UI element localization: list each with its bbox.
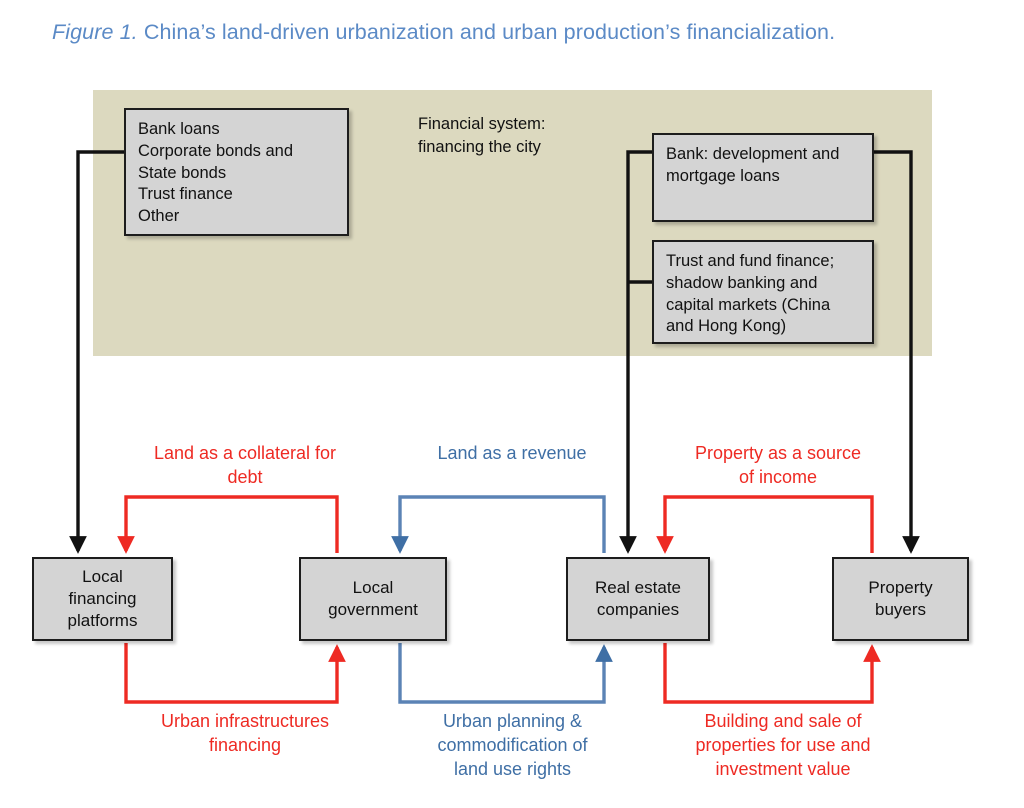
box-line: shadow banking and — [666, 273, 818, 292]
figure-caption-text: China’s land-driven urbanization and urb… — [143, 20, 836, 44]
figure-number: Figure 1. — [52, 20, 138, 44]
flow-label-urban-infrastructures-financing: Urban infrastructures financing — [100, 710, 390, 758]
box-line: Bank: development and — [666, 145, 840, 163]
arrow-land-collateral-for-debt — [117, 495, 339, 554]
flow-label-line: Urban planning & — [442, 711, 583, 731]
box-line: Property — [868, 578, 933, 598]
flow-label-line: financing — [208, 734, 282, 755]
arrow-property-as-source-of-income — [656, 495, 874, 554]
flow-label-building-and-sale: Building and sale of properties for use … — [638, 710, 928, 782]
flow-label-line: debt — [227, 466, 263, 487]
flow-label-line: Urban infrastructures — [160, 711, 330, 731]
box-line: Trust finance — [138, 185, 233, 204]
arrow-bank-to-property-buyers — [874, 150, 920, 554]
flow-label-urban-planning-commodification: Urban planning & commodification of land… — [370, 710, 655, 782]
box-real-estate-companies[interactable]: Real estate companies — [566, 557, 710, 641]
flow-label-line: Building and sale of — [704, 711, 862, 731]
box-line: Local — [352, 578, 394, 598]
box-line: financing — [68, 589, 137, 609]
arrow-land-as-a-revenue — [391, 495, 606, 554]
flow-label-line: properties for use and — [695, 734, 871, 755]
box-local-government[interactable]: Local government — [299, 557, 447, 641]
box-line: capital markets (China — [666, 295, 831, 314]
flow-label-land-revenue: Land as a revenue — [372, 442, 652, 466]
financial-system-label: Financial system: financing the city — [418, 113, 545, 160]
box-line: Trust and fund finance; — [666, 252, 835, 270]
box-line: Corporate bonds and — [138, 141, 294, 160]
box-line: mortgage loans — [666, 166, 780, 185]
box-line: State bonds — [138, 163, 227, 182]
flow-label-line: Land as a revenue — [437, 443, 587, 463]
arrow-building-and-sale-of-properties — [663, 643, 881, 704]
box-line: platforms — [67, 610, 138, 630]
box-line: government — [328, 600, 418, 619]
box-line: buyers — [874, 600, 927, 619]
box-local-financing-platforms[interactable]: Local financing platforms — [32, 557, 173, 641]
flow-label-line: Land as a collateral for — [153, 443, 337, 463]
flow-label-line: Property as a source — [694, 443, 862, 463]
financial-system-label-line-1: Financial system: — [418, 115, 546, 133]
arrow-urban-infrastructures-financing — [124, 643, 346, 704]
flow-label-line: commodification of — [437, 734, 588, 755]
flow-label-property-income: Property as a source of income — [638, 442, 918, 490]
flow-label-line: land use rights — [453, 758, 572, 779]
arrow-urban-planning-commodification — [398, 643, 613, 704]
flow-label-line: of income — [738, 466, 818, 487]
arrow-sources-to-local-financing-platforms — [69, 150, 124, 554]
box-financing-sources[interactable]: Bank loans Corporate bonds and State bon… — [124, 108, 349, 236]
flow-label-land-collateral: Land as a collateral for debt — [105, 442, 385, 490]
box-line: Real estate — [595, 578, 681, 598]
box-line: Local — [82, 567, 123, 587]
box-line: companies — [596, 600, 680, 619]
box-bank-development-mortgage-loans[interactable]: Bank: development and mortgage loans — [652, 133, 874, 222]
financial-system-label-line-2: financing the city — [418, 138, 541, 157]
box-line: Bank loans — [138, 120, 220, 138]
box-trust-fund-finance[interactable]: Trust and fund finance; shadow banking a… — [652, 240, 874, 344]
flow-label-line: investment value — [715, 758, 851, 779]
box-property-buyers[interactable]: Property buyers — [832, 557, 969, 641]
box-line: Other — [138, 207, 180, 226]
box-line: and Hong Kong) — [666, 317, 787, 336]
figure-caption: Figure 1. China’s land-driven urbanizati… — [52, 20, 835, 45]
arrow-bank-to-real-estate-companies — [619, 150, 652, 554]
